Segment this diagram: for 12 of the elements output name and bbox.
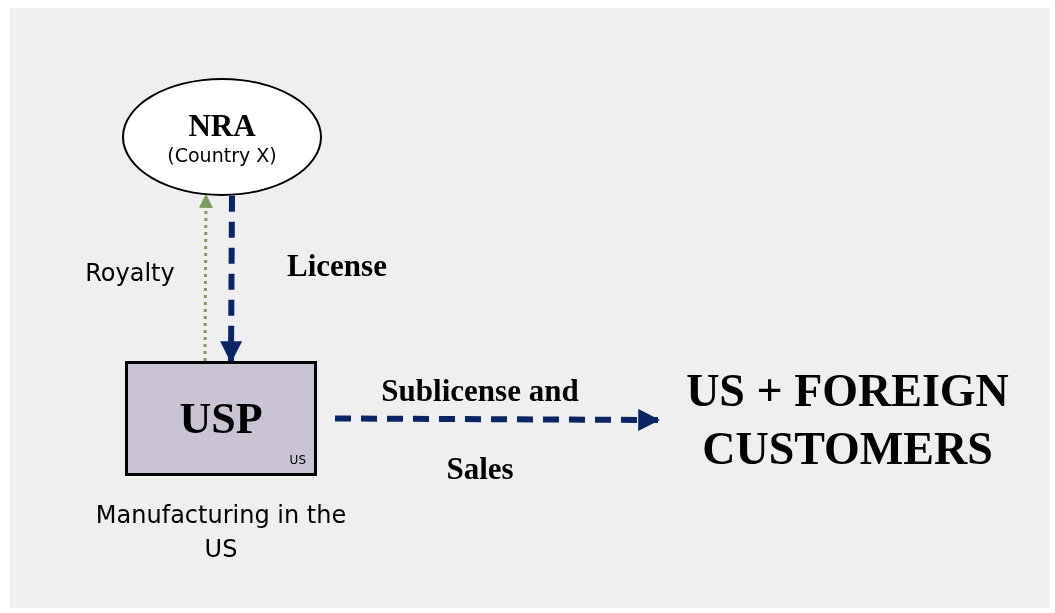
edge-label: License [286, 248, 388, 284]
edge-label: Royalty [84, 258, 176, 289]
edge-label: Sublicense and Sales [380, 372, 580, 488]
node-title: USP [179, 393, 263, 444]
node-title: NRA [188, 108, 256, 144]
location-tag: US [289, 453, 306, 467]
dotted-arrow [198, 193, 213, 361]
node-subtitle: (Country X) [167, 144, 277, 166]
node-title: US + FOREIGN CUSTOMERS [685, 364, 1010, 476]
process-box [125, 361, 317, 476]
dashed-arrow [335, 408, 661, 431]
node-caption: Manufacturing in the US [94, 500, 348, 565]
